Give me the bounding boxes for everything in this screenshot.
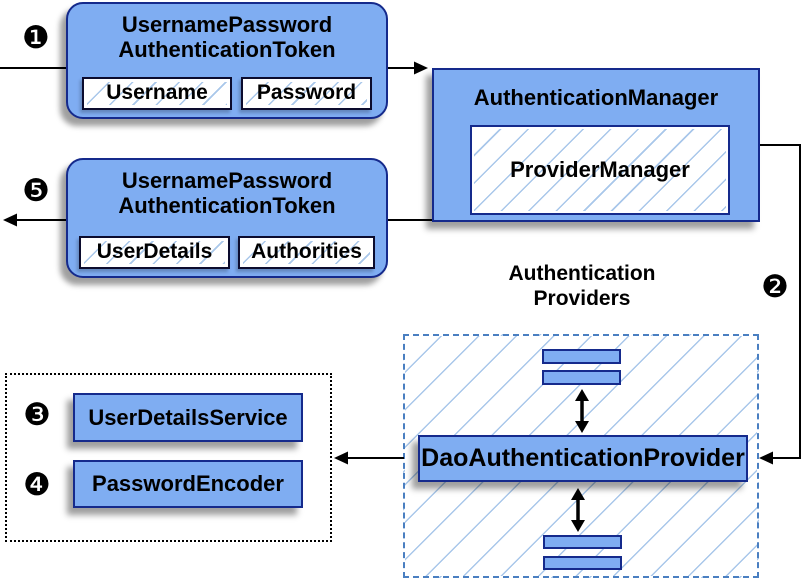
userdetails-field: UserDetails [79,236,230,269]
request-token-title: UsernamePassword AuthenticationToken [118,12,336,62]
authentication-manager-title: AuthenticationManager [473,85,719,110]
dao-authentication-provider-node: DaoAuthenticationProvider [418,435,748,482]
authentication-manager-node: AuthenticationManager ProviderManager [432,68,760,222]
provider-placeholder-bar [542,370,621,385]
username-field: Username [82,77,232,110]
provider-manager-node: ProviderManager [470,125,730,215]
step-1-badge: ❶ [22,20,50,56]
authorities-field: Authorities [238,236,375,269]
step-2-badge: ❷ [761,269,789,305]
step-4-badge: ❹ [23,467,51,503]
step-5-badge: ❺ [22,173,50,209]
response-token-node: UsernamePassword AuthenticationToken Use… [66,158,388,278]
password-encoder-node: PasswordEncoder [73,460,303,508]
authentication-providers-label: Authentication Providers [508,262,656,310]
provider-placeholder-bar [542,349,621,364]
provider-placeholder-bar [543,556,622,570]
password-field: Password [241,77,372,110]
provider-placeholder-bar [543,535,622,549]
step-3-badge: ❸ [23,397,51,433]
response-token-title: UsernamePassword AuthenticationToken [118,168,336,218]
request-token-node: UsernamePassword AuthenticationToken Use… [66,2,388,119]
request-token-fields: Username Password [68,77,386,110]
user-details-service-node: UserDetailsService [73,393,303,442]
response-token-fields: UserDetails Authorities [68,236,386,269]
